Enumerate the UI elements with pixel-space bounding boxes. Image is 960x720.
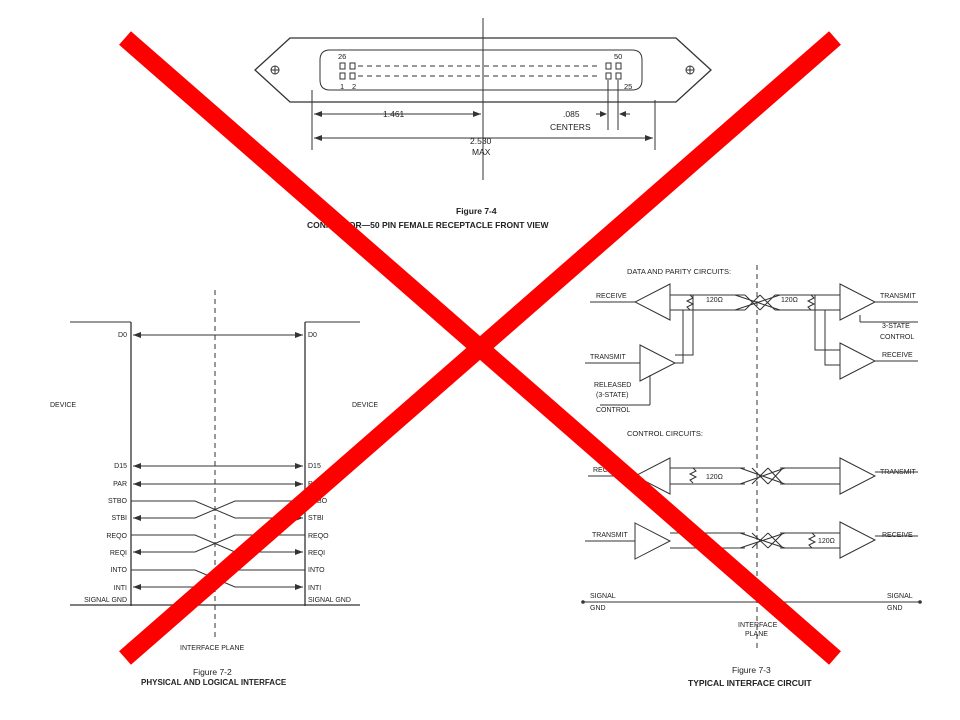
signal-label-right: SIGNAL GND [308,597,351,604]
pin-label-25: 25 [624,82,632,91]
mounting-hole-left [270,65,280,75]
dim-085: .085 [563,109,580,119]
circuit-figure: DATA AND PARITY CIRCUITS: RECEIVE 120Ω 1… [581,265,922,688]
control-circuits-heading: CONTROL CIRCUITS: [627,429,703,438]
fig-7-2-number: Figure 7-2 [193,667,232,677]
signal-label-left: INTO [110,567,127,574]
sgnd-left-2: GND [590,605,606,612]
data-receive-right-label: RECEIVE [882,352,913,359]
connector-socket [319,49,643,91]
signal-label-right: INTI [308,585,321,592]
fig-7-4-number: Figure 7-4 [456,206,497,216]
ctrl-receiver-left [633,457,671,495]
device-left-label: DEVICE [50,402,76,409]
data-transmit-left-label: TRANSMIT [590,354,627,361]
dim-centers: CENTERS [550,122,591,132]
ctrl-resistor-bottom: 120Ω [818,538,835,545]
dimension-lines [311,80,656,150]
connector-figure: 26 50 1 2 25 1.461 .085 CENTERS 2.530 MA… [254,18,712,230]
ctrl-transmit-right-label: TRANSMIT [880,469,917,476]
interface-plane-label: INTERFACE PLANE [180,645,245,652]
ctrl-driver-right [839,457,877,495]
state-control-2: CONTROL [880,334,914,341]
signal-label-left: D0 [118,332,127,339]
sgnd-left-1: SIGNAL [590,593,616,600]
connector-pins [339,62,622,80]
signal-label-right: D0 [308,332,317,339]
red-x-overlay [119,31,841,665]
data-resistor-right: 120Ω [781,297,798,304]
data-driver-left [639,344,677,382]
sgnd-right-2: GND [887,605,903,612]
dim-max: MAX [472,147,491,157]
dim-1461: 1.461 [383,109,405,119]
signal-label-left: REQO [106,533,127,540]
ctrl-receive-right-label: RECEIVE [882,532,913,539]
signal-label-left: D15 [114,463,127,470]
signal-label-right: REQI [308,550,325,557]
state-control-1: 3-STATE [882,323,910,330]
red-x-stroke-2 [119,31,841,665]
pin-label-26: 26 [338,52,346,61]
fig-7-4-title: CONNECTOR—50 PIN FEMALE RECEPTACLE FRONT… [307,220,549,230]
signal-label-left: PAR [113,481,127,488]
fig-7-3-number: Figure 7-3 [732,665,771,675]
released-2: (3-STATE) [596,392,628,399]
ctrl-receiver-right [839,521,877,559]
pin-label-2: 2 [352,82,356,91]
released-1: RELEASED [594,382,631,389]
pin-label-50: 50 [614,52,622,61]
data-transmit-right-label: TRANSMIT [880,293,917,300]
fig-7-2-title: PHYSICAL AND LOGICAL INTERFACE [141,678,287,687]
released-3: CONTROL [596,407,630,414]
data-driver-right [839,283,877,321]
data-resistor-left: 120Ω [706,297,723,304]
data-receiver-right [839,342,877,380]
ctrl-driver-left [634,522,672,560]
connector-shell [254,37,712,103]
signal-label-right: STBI [308,515,324,522]
dim-2530: 2.530 [470,136,492,146]
mounting-hole-right [685,65,695,75]
device-right-label: DEVICE [352,402,378,409]
signal-label-left: REQI [110,550,127,557]
circuit-plane-2: PLANE [745,631,768,638]
data-receive-left-label: RECEIVE [596,293,627,300]
data-circuits-heading: DATA AND PARITY CIRCUITS: [627,267,731,276]
pin-label-1: 1 [340,82,344,91]
ctrl-transmit-left-label: TRANSMIT [592,532,629,539]
signal-label-right: INTO [308,567,325,574]
signal-label-right: REQO [308,533,329,540]
ctrl-resistor-top: 120Ω [706,474,723,481]
signal-label-left: STBO [108,498,128,505]
circuit-plane-1: INTERFACE [738,622,778,629]
signal-label-right: D15 [308,463,321,470]
signal-label-left: SIGNAL GND [84,597,127,604]
signal-label-left: INTI [114,585,127,592]
fig-7-3-title: TYPICAL INTERFACE CIRCUIT [688,678,812,688]
sgnd-right-1: SIGNAL [887,593,913,600]
data-receiver-left [633,283,671,321]
signal-label-left: STBI [111,515,127,522]
